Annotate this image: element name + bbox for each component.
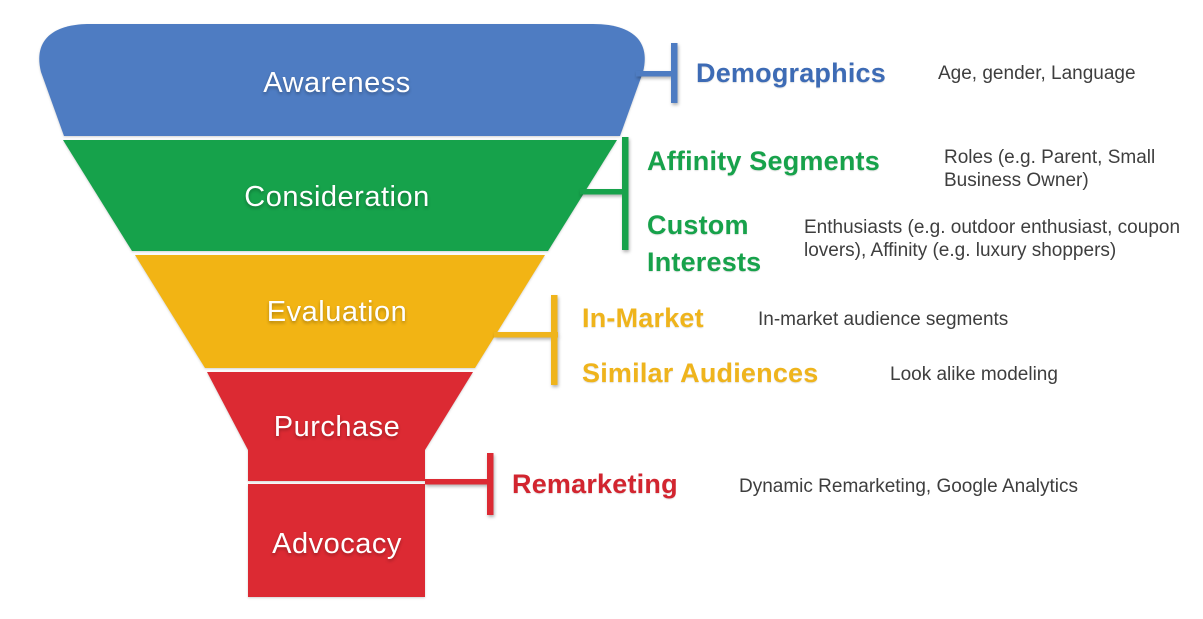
connector-consideration [580, 137, 629, 250]
annotation-desc-remarketing: Dynamic Remarketing, Google Analytics [739, 476, 1078, 497]
stage-label-advocacy: Advocacy [272, 528, 402, 560]
connector-evaluation-line [494, 332, 558, 338]
annotation-heading-remarketing: Remarketing [512, 469, 678, 499]
annotation-desc-similar-audiences: Look alike modeling [890, 364, 1058, 385]
funnel-stage-consideration-shape [63, 140, 617, 251]
annotation-heading-demographics: Demographics [696, 58, 886, 88]
annotation-desc-demographics: Age, gender, Language [938, 63, 1136, 84]
funnel-stage-awareness-shape [39, 24, 645, 136]
connector-evaluation-bar [551, 295, 558, 385]
connector-remarketing-line [425, 479, 493, 485]
connector-evaluation [494, 295, 558, 385]
connector-remarketing [425, 453, 494, 515]
connector-consideration-line [580, 189, 628, 195]
connector-demographics-line [636, 71, 676, 77]
annotation-desc-affinity-segments: Roles (e.g. Parent, Small Business Owner… [944, 147, 1156, 191]
funnel-stage-purchase-shape [207, 372, 473, 481]
annotation-heading-affinity-segments: Affinity Segments [647, 146, 880, 176]
annotation-heading-in-market: In-Market [582, 303, 704, 333]
annotation-desc-in-market: In-market audience segments [758, 309, 1009, 330]
annotation-heading-similar-audiences: Similar Audiences [582, 358, 819, 388]
connector-consideration-bar [622, 137, 629, 250]
connector-remarketing-bar [487, 453, 494, 515]
stage-label-evaluation: Evaluation [266, 296, 408, 328]
connector-demographics-bar [671, 43, 678, 103]
stage-label-consideration: Consideration [244, 181, 430, 213]
funnel-stage-advocacy-shape [248, 484, 425, 597]
stage-label-awareness: Awareness [263, 67, 411, 99]
annotation-desc-custom-interests: Enthusiasts (e.g. outdoor enthusiast, co… [804, 217, 1181, 261]
stage-label-purchase: Purchase [273, 411, 401, 443]
funnel-stage-evaluation-shape [135, 255, 545, 368]
annotation-heading-custom-interests: Custom Interests [647, 210, 762, 277]
connector-demographics [636, 43, 678, 103]
